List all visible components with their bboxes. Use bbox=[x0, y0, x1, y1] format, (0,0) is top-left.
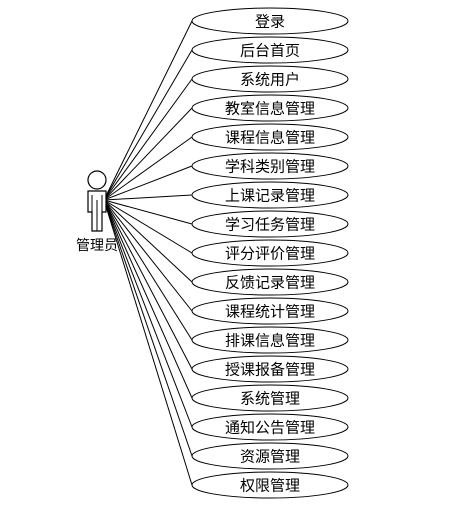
use-case-label: 权限管理 bbox=[240, 477, 300, 495]
association-line bbox=[103, 199, 193, 399]
association-line bbox=[103, 199, 193, 254]
association-line bbox=[103, 20, 193, 201]
association-line bbox=[103, 199, 193, 428]
use-case-label: 学科类别管理 bbox=[225, 158, 315, 176]
use-case-ellipse bbox=[191, 326, 349, 354]
use-case: 登录 bbox=[191, 7, 349, 35]
use-case: 权限管理 bbox=[191, 471, 349, 499]
use-case-label: 上课记录管理 bbox=[225, 187, 315, 205]
association-line bbox=[103, 199, 193, 370]
use-case-ellipse bbox=[191, 297, 349, 325]
use-case-ellipse bbox=[191, 65, 349, 93]
association-line bbox=[103, 199, 193, 312]
use-case-ellipse bbox=[191, 7, 349, 35]
use-case: 课程信息管理 bbox=[191, 123, 349, 151]
use-case: 系统管理 bbox=[191, 384, 349, 412]
actor-admin: 管理员 bbox=[76, 170, 118, 254]
association-line bbox=[103, 199, 193, 457]
use-case-ellipse bbox=[191, 384, 349, 412]
association-lines bbox=[103, 20, 193, 486]
use-case-label: 授课报备管理 bbox=[225, 361, 315, 379]
use-case: 学习任务管理 bbox=[191, 210, 349, 238]
association-line bbox=[103, 107, 193, 201]
person-stick-figure-icon bbox=[87, 170, 107, 232]
use-case-ellipse bbox=[191, 94, 349, 122]
use-case-ellipse bbox=[191, 36, 349, 64]
use-case: 后台首页 bbox=[191, 36, 349, 64]
association-line bbox=[103, 199, 193, 225]
use-case-label: 课程统计管理 bbox=[225, 303, 315, 321]
use-case-ellipse bbox=[191, 268, 349, 296]
use-case: 系统用户 bbox=[191, 65, 349, 93]
use-case-ellipse bbox=[191, 413, 349, 441]
use-case: 评分评价管理 bbox=[191, 239, 349, 267]
use-case-label: 反馈记录管理 bbox=[225, 274, 315, 292]
use-case: 排课信息管理 bbox=[191, 326, 349, 354]
use-case-label: 排课信息管理 bbox=[225, 332, 315, 350]
use-case-label: 学习任务管理 bbox=[225, 216, 315, 234]
use-case-label: 系统用户 bbox=[240, 71, 300, 89]
use-case-list: 登录后台首页系统用户教室信息管理课程信息管理学科类别管理上课记录管理学习任务管理… bbox=[191, 7, 349, 499]
use-case-label: 资源管理 bbox=[240, 448, 300, 466]
use-case-label: 后台首页 bbox=[240, 42, 300, 60]
use-case: 课程统计管理 bbox=[191, 297, 349, 325]
association-line bbox=[103, 49, 193, 201]
use-case-label: 评分评价管理 bbox=[225, 245, 315, 263]
use-case-label: 系统管理 bbox=[240, 390, 300, 408]
association-line bbox=[103, 199, 193, 341]
use-case-ellipse bbox=[191, 152, 349, 180]
use-case: 反馈记录管理 bbox=[191, 268, 349, 296]
association-line bbox=[103, 194, 193, 201]
use-case: 教室信息管理 bbox=[191, 94, 349, 122]
use-case-ellipse bbox=[191, 471, 349, 499]
association-line bbox=[103, 199, 193, 486]
use-case-ellipse bbox=[191, 210, 349, 238]
use-case: 资源管理 bbox=[191, 442, 349, 470]
association-line bbox=[103, 136, 193, 201]
association-line bbox=[103, 165, 193, 201]
use-case: 通知公告管理 bbox=[191, 413, 349, 441]
use-case: 学科类别管理 bbox=[191, 152, 349, 180]
use-case-ellipse bbox=[191, 181, 349, 209]
association-line bbox=[103, 78, 193, 201]
use-case-ellipse bbox=[191, 239, 349, 267]
use-case-label: 教室信息管理 bbox=[225, 100, 315, 118]
use-case-label: 登录 bbox=[255, 13, 285, 31]
use-case-ellipse bbox=[191, 123, 349, 151]
actor-label: 管理员 bbox=[76, 238, 118, 254]
use-case-label: 课程信息管理 bbox=[225, 129, 315, 147]
use-case-ellipse bbox=[191, 355, 349, 383]
use-case-label: 通知公告管理 bbox=[225, 419, 315, 437]
use-case-ellipse bbox=[191, 442, 349, 470]
use-case: 上课记录管理 bbox=[191, 181, 349, 209]
association-line bbox=[103, 199, 193, 283]
use-case: 授课报备管理 bbox=[191, 355, 349, 383]
